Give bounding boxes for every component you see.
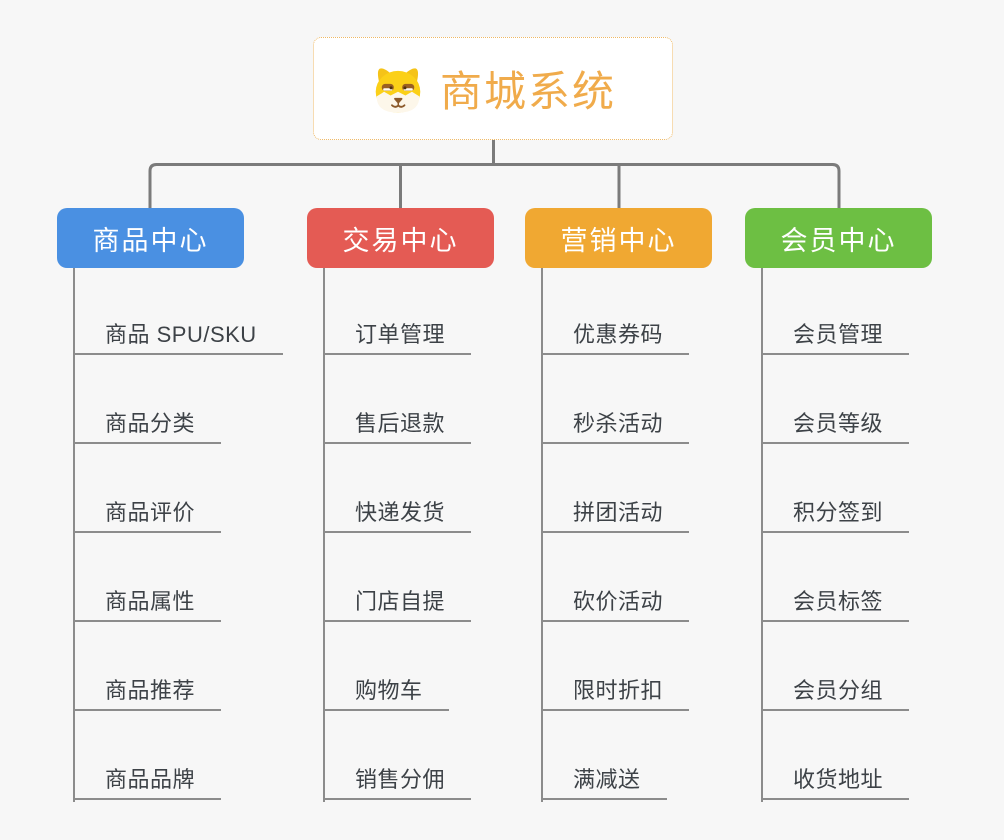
child-topic-label: 商品属性 [73, 589, 222, 622]
branch-column: 营销中心 优惠券码秒杀活动拼团活动砍价活动限时折扣满减送 [525, 208, 712, 840]
child-topic-label: 门店自提 [323, 589, 472, 622]
child-topic-label: 拼团活动 [541, 500, 690, 533]
branch-column: 会员中心 会员管理会员等级积分签到会员标签会员分组收货地址 [745, 208, 932, 840]
child-topic-label: 会员等级 [761, 411, 910, 444]
child-topic[interactable]: 收货地址 [761, 711, 910, 800]
child-topic-label: 销售分佣 [323, 767, 472, 800]
child-topic[interactable]: 会员等级 [761, 355, 910, 444]
child-topic[interactable]: 售后退款 [323, 355, 472, 444]
branch-topic-label: 营销中心 [560, 225, 677, 256]
child-topic-label: 订单管理 [323, 322, 472, 355]
branch-topic-label: 会员中心 [780, 225, 897, 256]
child-topic[interactable]: 门店自提 [323, 533, 472, 622]
child-topic[interactable]: 会员标签 [761, 533, 910, 622]
child-topic[interactable]: 购物车 [323, 622, 471, 711]
branch-topic-label: 交易中心 [342, 225, 459, 256]
child-topic[interactable]: 商品品牌 [73, 711, 283, 800]
child-topic[interactable]: 销售分佣 [323, 711, 472, 800]
branch-topic-label: 商品中心 [92, 225, 209, 256]
child-topic-label: 购物车 [323, 678, 449, 711]
child-topic-label: 商品推荐 [73, 678, 222, 711]
root-topic[interactable]: 商城系统 [313, 37, 673, 140]
child-topic-label: 会员分组 [761, 678, 910, 711]
child-topic[interactable]: 秒杀活动 [541, 355, 690, 444]
child-topic[interactable]: 满减送 [541, 711, 689, 800]
child-topic[interactable]: 快递发货 [323, 444, 472, 533]
child-topic[interactable]: 砍价活动 [541, 533, 690, 622]
branch-children-connector [323, 268, 325, 802]
child-topic-label: 限时折扣 [541, 678, 690, 711]
child-topic-label: 秒杀活动 [541, 411, 690, 444]
child-topic-label: 商品 SPU/SKU [73, 322, 283, 355]
child-topic[interactable]: 限时折扣 [541, 622, 690, 711]
child-topic-label: 积分签到 [761, 500, 910, 533]
branch-column: 商品中心 商品 SPU/SKU 商品分类商品评价商品属性商品推荐商品品牌 [57, 208, 283, 840]
child-topic[interactable]: 积分签到 [761, 444, 910, 533]
branch-topic[interactable]: 商品中心 [57, 208, 244, 268]
child-topic[interactable]: 会员分组 [761, 622, 910, 711]
child-topic[interactable]: 商品 SPU/SKU [73, 266, 283, 355]
child-topic-label: 砍价活动 [541, 589, 690, 622]
child-topic-label: 售后退款 [323, 411, 472, 444]
branch-children-connector [73, 268, 75, 802]
child-topic[interactable]: 商品推荐 [73, 622, 283, 711]
child-topic[interactable]: 商品属性 [73, 533, 283, 622]
branch-children: 商品 SPU/SKU 商品分类商品评价商品属性商品推荐商品品牌 [73, 266, 283, 800]
child-topic-label: 商品评价 [73, 500, 222, 533]
child-topic[interactable]: 商品评价 [73, 444, 283, 533]
child-topic[interactable]: 商品分类 [73, 355, 283, 444]
child-topic[interactable]: 订单管理 [323, 266, 472, 355]
child-topic-label: 优惠券码 [541, 322, 690, 355]
root-topic-title: 商城系统 [439, 68, 616, 115]
branch-topic[interactable]: 营销中心 [525, 208, 712, 268]
branch-column: 交易中心 订单管理售后退款快递发货门店自提购物车销售分佣 [307, 208, 494, 840]
branch-rail-line [148, 163, 841, 212]
child-topic-label: 会员标签 [761, 589, 910, 622]
child-topic-label: 满减送 [541, 767, 667, 800]
dog-face-icon [375, 67, 421, 113]
child-topic[interactable]: 会员管理 [761, 266, 910, 355]
child-topic[interactable]: 优惠券码 [541, 266, 690, 355]
branch-children-connector [541, 268, 543, 802]
branch-children: 优惠券码秒杀活动拼团活动砍价活动限时折扣满减送 [541, 266, 690, 800]
branch-children-connector [761, 268, 763, 802]
branch-children: 会员管理会员等级积分签到会员标签会员分组收货地址 [761, 266, 910, 800]
child-topic-label: 商品分类 [73, 411, 222, 444]
branch-topic[interactable]: 会员中心 [745, 208, 932, 268]
child-topic-label: 快递发货 [323, 500, 472, 533]
branch-topic[interactable]: 交易中心 [307, 208, 494, 268]
child-topic[interactable]: 拼团活动 [541, 444, 690, 533]
child-topic-label: 会员管理 [761, 322, 910, 355]
child-topic-label: 收货地址 [761, 767, 910, 800]
branch-children: 订单管理售后退款快递发货门店自提购物车销售分佣 [323, 266, 472, 800]
child-topic-label: 商品品牌 [73, 767, 222, 800]
